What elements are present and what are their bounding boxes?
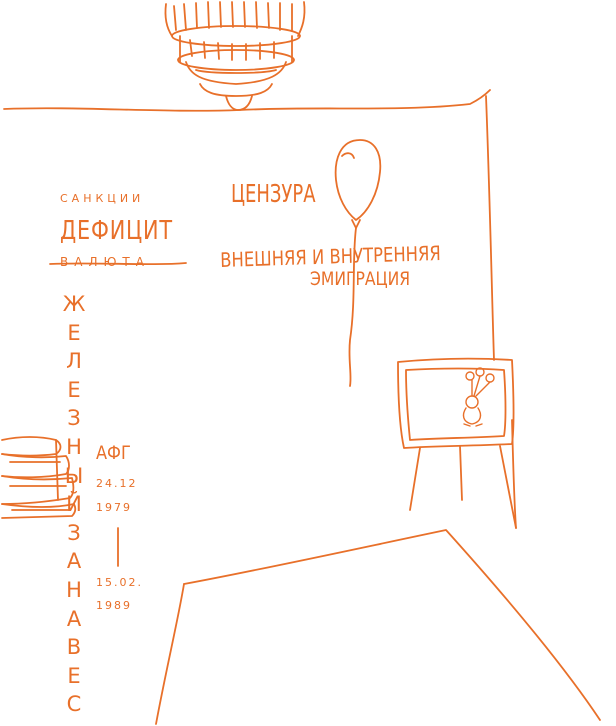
curtain-letter: З (67, 406, 81, 431)
curtain-letter: Е (67, 377, 81, 402)
afg-start-year: 1979 (96, 501, 132, 514)
curtain-letter: Н (66, 434, 82, 459)
book-stack-icon (1, 436, 77, 519)
deficit-label: ДЕФИЦИТ (60, 216, 173, 246)
sanctions-label: САНКЦИИ (60, 192, 145, 205)
ceiling-line (3, 89, 491, 112)
tv-icon (397, 357, 517, 529)
curtain-letter: С (66, 692, 82, 717)
bear-icon (462, 367, 495, 427)
wall-corner-line (485, 95, 495, 361)
curtain-letter: Е (67, 320, 81, 345)
curtain-letter: В (66, 635, 82, 660)
emigration-line-1: ВНЕШНЯЯ И ВНУТРЕННЯЯ (219, 240, 442, 272)
censorship-label: ЦЕНЗУРА (231, 179, 316, 208)
curtain-letter: Ж (62, 292, 86, 316)
curtain-letter: А (66, 549, 82, 574)
afg-start-date: 24.12 (96, 477, 138, 490)
afg-end-date: 15.02. (96, 576, 143, 589)
floor-rug (183, 529, 601, 721)
curtain-letter: Е (67, 663, 81, 688)
afg-label: АФГ (96, 442, 131, 464)
curtain-letter: Н (66, 577, 82, 602)
curtain-letter: Й (66, 492, 82, 517)
chandelier-icon (164, 1, 306, 111)
iron-curtain-column: Ж Е Л Е З Н Ы Й З А Н А В Е С (62, 290, 86, 719)
currency-strikethrough (49, 262, 187, 266)
balloon-icon (334, 139, 382, 387)
emigration-line-2: ЭМИГРАЦИЯ (310, 268, 411, 290)
currency-label: ВАЛЮТА (60, 255, 150, 269)
curtain-letter: Л (66, 349, 82, 374)
afg-end-year: 1989 (96, 599, 132, 612)
curtain-letter: З (67, 520, 81, 545)
curtain-letter: А (66, 606, 82, 631)
curtain-letter: Ы (64, 463, 84, 488)
